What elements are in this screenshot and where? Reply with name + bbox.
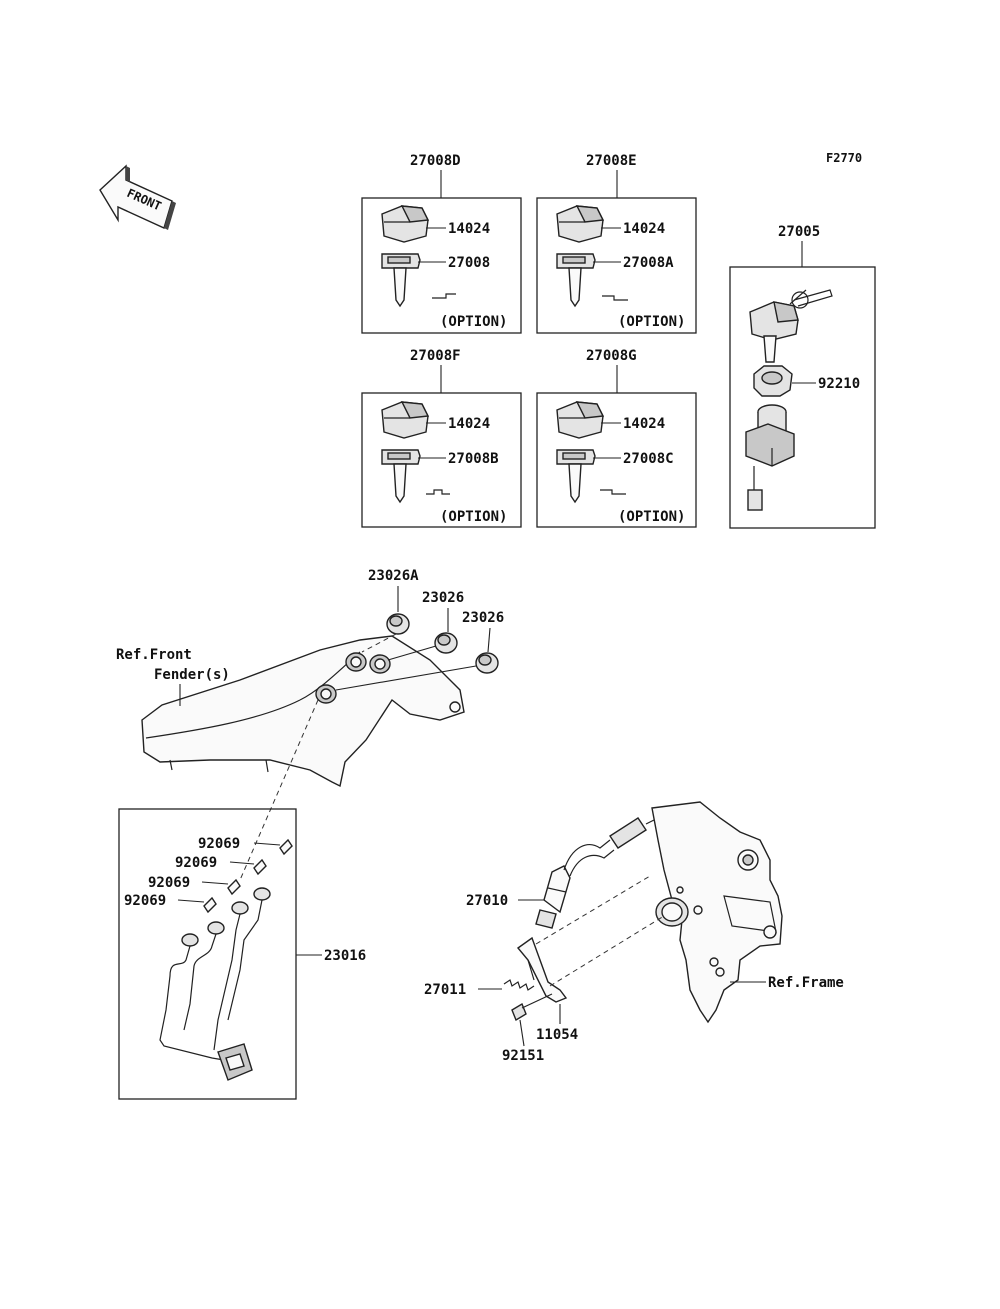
key-cap-icon (556, 205, 605, 243)
cap-23026-upper: 23026 (387, 590, 464, 661)
group-label: 27008F (410, 348, 461, 364)
cap-2-part-number: 23026 (462, 610, 504, 626)
terminal-part-number: 92069 (124, 893, 166, 909)
option-note: (OPTION) (440, 509, 507, 525)
grommet-icon (315, 684, 337, 704)
group-label: 27008D (410, 153, 461, 169)
grommet-icon (369, 654, 391, 674)
key-cap-icon (381, 205, 430, 243)
option-note: (OPTION) (440, 314, 507, 330)
key-cap-icon (556, 401, 605, 439)
cap-a-part-number: 23026A (368, 568, 419, 584)
harness-part-number: 23016 (324, 948, 366, 964)
terminal-icon (227, 878, 241, 896)
harness-group: 23016 92069 92069 92069 92069 (118, 808, 366, 1100)
group-label: 27005 (778, 224, 820, 240)
key-part-number: 27008A (623, 255, 674, 271)
cap-part-number: 14024 (448, 416, 490, 432)
ref-front-fender-line1: Ref.Front (116, 647, 192, 663)
bolt-part-number: 92151 (502, 1048, 544, 1064)
key-icon (556, 449, 596, 504)
key-cap-icon (381, 401, 430, 439)
key-icon (381, 253, 421, 308)
stay-part-number: 11054 (536, 1027, 578, 1043)
cap-part-number: 14024 (623, 416, 665, 432)
ref-frame-label: Ref.Frame (768, 975, 844, 991)
key-part-number: 27008B (448, 451, 499, 467)
terminal-icon (203, 896, 217, 914)
key-part-number: 27008 (448, 255, 490, 271)
terminal-part-number: 92069 (148, 875, 190, 891)
ignition-key-icon (749, 289, 833, 363)
spring-part-number: 27011 (424, 982, 466, 998)
front-fender (141, 635, 465, 788)
cap-part-number: 14024 (623, 221, 665, 237)
key-profile-icon (602, 295, 628, 301)
key-group-27008e: 27008E 14024 27008A (OPTION) (536, 153, 697, 334)
key-group-27008d: 27008D 14024 27008 (OPTION) (361, 153, 522, 334)
option-note: (OPTION) (618, 509, 685, 525)
group-label: 27008E (586, 153, 637, 169)
key-profile-icon (600, 489, 626, 495)
ignition-switch-cable (535, 817, 655, 929)
key-part-number: 27008C (623, 451, 674, 467)
key-icon (556, 253, 596, 308)
group-label: 27008G (586, 348, 637, 364)
ref-front-fender-line2: Fender(s) (154, 667, 230, 683)
cap-1-part-number: 23026 (422, 590, 464, 606)
terminal-icon (279, 838, 293, 856)
grommet-icon (345, 652, 367, 672)
key-profile-icon (432, 293, 456, 299)
ignition-switch-body-icon (745, 404, 795, 511)
cap-23026a: 23026A (361, 568, 419, 653)
nut-part-number: 92210 (818, 376, 860, 392)
key-profile-icon (426, 489, 450, 495)
terminal-icon (253, 858, 267, 876)
option-note: (OPTION) (618, 314, 685, 330)
frame (651, 801, 783, 1024)
ignition-switch-set: 27005 92210 (729, 224, 876, 529)
wiring-harness-icon (159, 887, 271, 1081)
key-group-27008f: 27008F 14024 27008B (OPTION) (361, 348, 522, 528)
key-group-27008g: 27008G 14024 27008C (OPTION) (536, 348, 697, 528)
nut-icon (753, 365, 793, 397)
front-arrow-icon: FRONT (99, 164, 176, 230)
terminal-part-number: 92069 (175, 855, 217, 871)
cap-23026-lower: 23026 (335, 610, 504, 691)
stay-bracket (516, 875, 665, 1003)
key-icon (381, 449, 421, 504)
cap-part-number: 14024 (448, 221, 490, 237)
spring-icon (503, 959, 535, 991)
switch-part-number: 27010 (466, 893, 508, 909)
figure-code: F2770 (826, 151, 862, 165)
bolt-icon (511, 993, 553, 1022)
terminal-part-number: 92069 (198, 836, 240, 852)
